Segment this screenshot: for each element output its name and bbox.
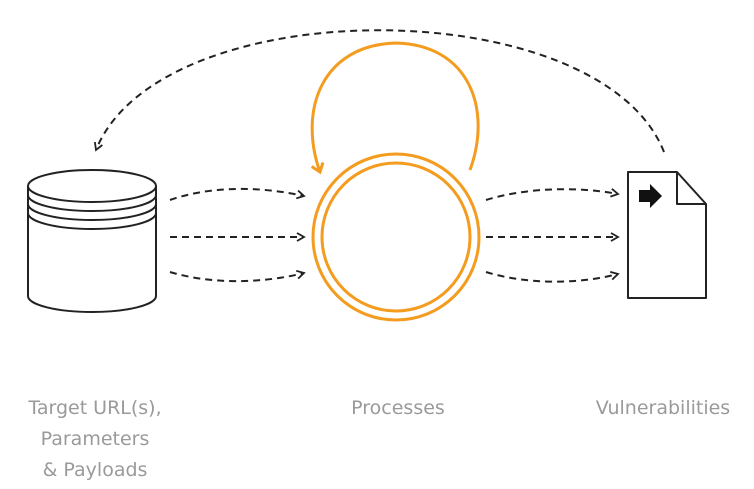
inputs-label-line-2: Parameters <box>40 428 150 450</box>
input-to-process-arrow-top <box>169 187 306 201</box>
inputs-label: Target URL(s), Parameters & Payloads <box>0 393 190 486</box>
double-circle-icon <box>311 152 481 322</box>
document-icon <box>627 171 707 299</box>
inputs-label-line-3: & Payloads <box>42 459 148 481</box>
inputs-label-line-1: Target URL(s), <box>28 397 162 419</box>
vulnerabilities-label-text: Vulnerabilities <box>595 397 731 419</box>
feedback-arrow <box>94 29 665 153</box>
process-to-vuln-arrow-bottom <box>485 270 620 283</box>
arrow-marker-icon <box>639 184 662 208</box>
vulnerabilities-label: Vulnerabilities <box>572 393 754 424</box>
process-loop-arrow <box>310 41 480 172</box>
input-to-process-arrow-bottom <box>169 269 306 283</box>
database-icon <box>27 169 157 313</box>
process-to-vuln-arrow-top <box>485 188 620 201</box>
processes-label-text: Processes <box>351 397 445 419</box>
processes-label: Processes <box>300 393 496 424</box>
